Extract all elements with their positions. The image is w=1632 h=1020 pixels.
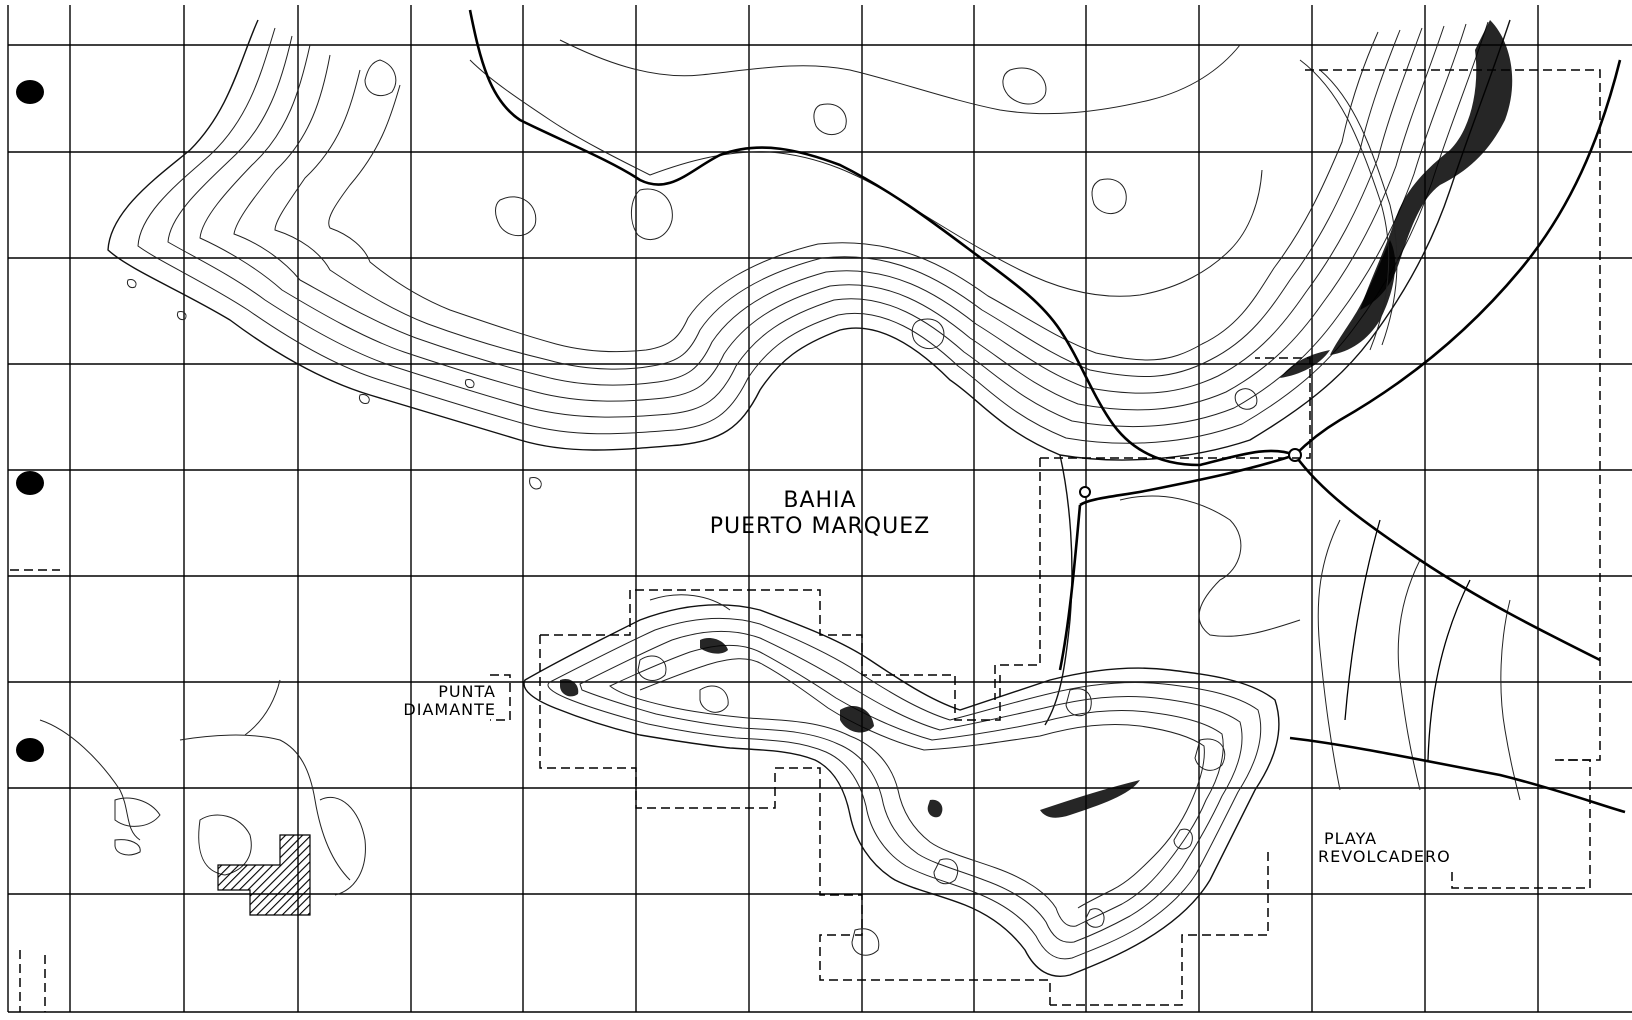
north-landmass-contours xyxy=(107,19,1511,461)
bay-label-line2: PUERTO MARQUEZ xyxy=(709,514,931,539)
punta-label-line2: DIAMANTE xyxy=(403,700,496,719)
property-boundaries xyxy=(10,69,1601,1012)
punta-diamante-label: PUNTA DIAMANTE xyxy=(386,683,496,719)
steep-terrain-dense xyxy=(1280,20,1513,378)
playa-label-line2: REVOLCADERO xyxy=(1318,847,1451,866)
bay-label: BAHIA PUERTO MARQUEZ xyxy=(690,488,950,540)
binder-holes xyxy=(16,80,44,762)
punta-label-line1: PUNTA xyxy=(438,682,496,701)
west-headland xyxy=(39,679,366,916)
islets xyxy=(127,279,542,490)
roads xyxy=(468,9,1626,814)
playa-label-line1: PLAYA xyxy=(1324,829,1378,848)
built-up-area xyxy=(217,834,311,916)
south-peninsula-contours xyxy=(523,594,1280,977)
playa-revolcadero-label: PLAYA REVOLCADERO xyxy=(1318,830,1488,866)
bay-east-shore xyxy=(1044,454,1521,801)
bay-label-line1: BAHIA xyxy=(783,488,857,513)
